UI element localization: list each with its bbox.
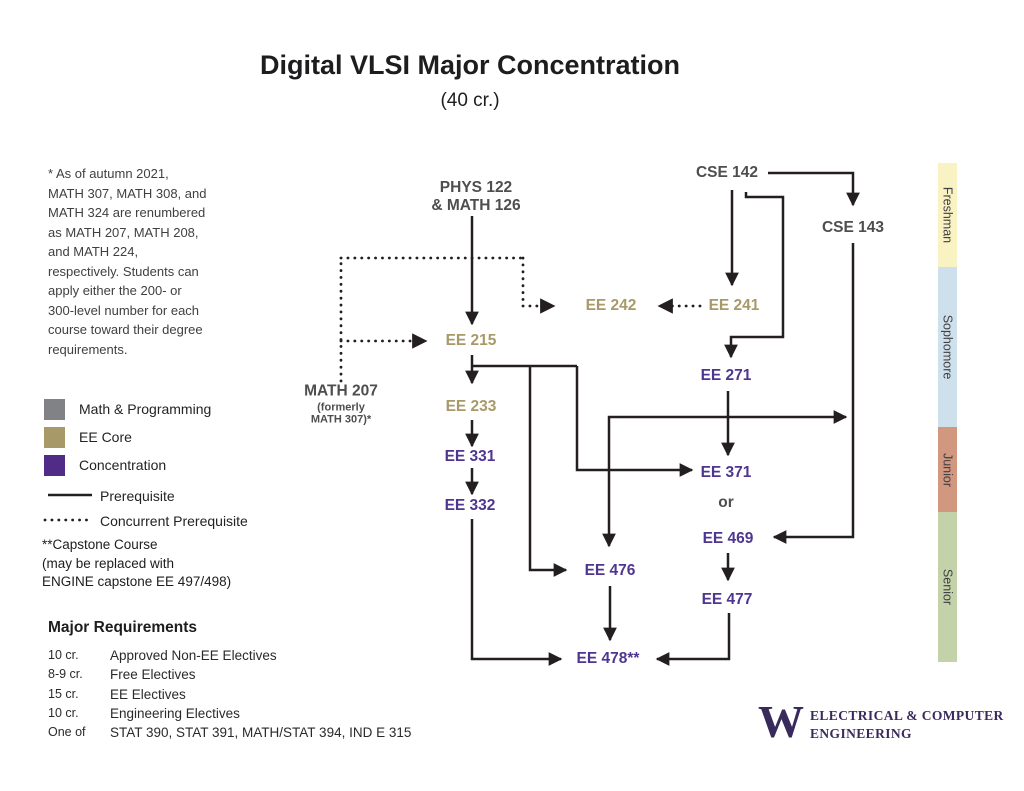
course-node-ee469: EE 469 <box>702 530 754 547</box>
course-node-ee476: EE 476 <box>584 562 636 579</box>
math207-sublabel: (formerly MATH 307)* <box>310 401 372 426</box>
legend-label: EE Core <box>79 429 132 445</box>
course-node-ee331: EE 331 <box>444 448 496 465</box>
year-band-label: Junior <box>940 452 955 487</box>
major-requirements-heading: Major Requirements <box>48 619 198 636</box>
or-connector-label: or <box>718 494 734 511</box>
requirement-credits: 8-9 cr. <box>48 667 83 681</box>
course-node-cse142: CSE 142 <box>695 164 759 181</box>
course-node-ee478: EE 478** <box>576 650 640 667</box>
year-band-junior: Junior <box>938 427 957 512</box>
requirement-description: Free Electives <box>110 667 196 682</box>
requirement-description: EE Electives <box>110 687 186 702</box>
year-band-freshman: Freshman <box>938 163 957 267</box>
requirement-description: STAT 390, STAT 391, MATH/STAT 394, IND E… <box>110 725 412 740</box>
math207-label: MATH 207 <box>304 382 378 400</box>
renumber-note: * As of autumn 2021, MATH 307, MATH 308,… <box>48 166 207 357</box>
course-node-cse143: CSE 143 <box>821 219 885 236</box>
course-node-ee271: EE 271 <box>700 367 752 384</box>
course-node-ee242: EE 242 <box>585 297 637 314</box>
uw-block-w-icon: W <box>758 696 804 747</box>
concentration-swatch <box>44 454 65 476</box>
course-node-ee371: EE 371 <box>700 464 752 481</box>
department-name-line2: ENGINEERING <box>810 726 912 741</box>
course-node-phys122-math126: PHYS 122 & MATH 126 <box>431 179 521 214</box>
capstone-note: **Capstone Course (may be replaced with … <box>42 537 232 589</box>
year-band-label: Sophomore <box>940 314 955 380</box>
department-name-line1: ELECTRICAL & COMPUTER <box>810 708 1004 723</box>
requirement-credits: One of <box>48 725 86 739</box>
requirement-credits: 15 cr. <box>48 687 79 701</box>
year-band-label: Senior <box>940 568 955 606</box>
department-wordmark: ELECTRICAL & COMPUTER ENGINEERING <box>810 707 1004 743</box>
solid-prerequisite-lines <box>48 171 860 666</box>
ee-core-swatch <box>44 426 65 448</box>
math-programming-swatch <box>44 398 65 420</box>
requirement-description: Approved Non-EE Electives <box>110 648 277 663</box>
course-node-ee241: EE 241 <box>708 297 760 314</box>
course-node-ee215: EE 215 <box>445 332 497 349</box>
course-node-math207: MATH 207 (formerly MATH 307)* <box>304 365 378 444</box>
page-title: Digital VLSI Major Concentration <box>259 50 681 80</box>
legend-label: Math & Programming <box>79 401 212 417</box>
dotted-concurrent-lines <box>43 256 702 522</box>
year-band-label: Freshman <box>940 186 955 244</box>
course-node-ee233: EE 233 <box>445 398 497 415</box>
requirement-credits: 10 cr. <box>48 706 79 720</box>
legend-item-concentration: Concentration <box>44 454 166 476</box>
prerequisite-legend-label: Prerequisite <box>100 488 175 504</box>
legend-label: Concentration <box>79 457 167 473</box>
requirement-description: Engineering Electives <box>110 706 240 721</box>
year-band-senior: Senior <box>938 512 957 662</box>
course-node-ee332: EE 332 <box>444 497 496 514</box>
course-node-ee477: EE 477 <box>701 591 753 608</box>
year-band-sophomore: Sophomore <box>938 267 957 427</box>
concurrent-prerequisite-legend-label: Concurrent Prerequisite <box>100 513 248 529</box>
page-subtitle: (40 cr.) <box>440 90 500 111</box>
requirement-credits: 10 cr. <box>48 648 79 662</box>
legend-item-ee-core: EE Core <box>44 426 132 448</box>
legend-item-math-programming: Math & Programming <box>44 398 211 420</box>
